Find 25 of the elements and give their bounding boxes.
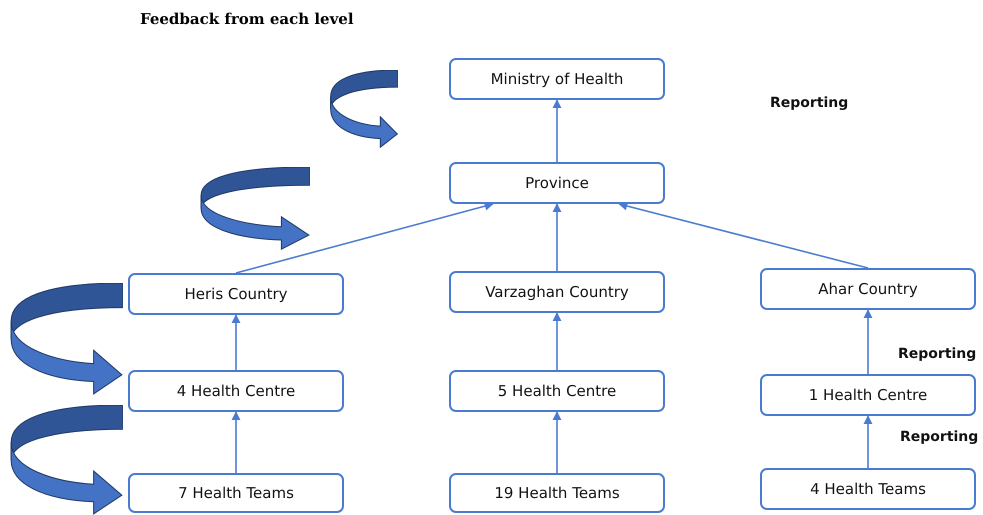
level-box: 7 Health Teams bbox=[128, 473, 344, 513]
level-box: Province bbox=[449, 162, 665, 204]
arrow bbox=[552, 411, 562, 473]
arrow bbox=[552, 99, 562, 162]
level-box: Ministry of Health bbox=[449, 58, 665, 100]
reporting-label: Reporting bbox=[898, 346, 976, 362]
arrow bbox=[552, 203, 562, 271]
arrow bbox=[618, 202, 868, 269]
level-box: 1 Health Centre bbox=[760, 374, 976, 416]
arrow bbox=[864, 415, 872, 468]
level-box: Varzaghan Country bbox=[449, 271, 665, 313]
arrow bbox=[232, 314, 240, 370]
title: Feedback from each level bbox=[140, 10, 354, 28]
level-box: 19 Health Teams bbox=[449, 473, 665, 513]
arrow bbox=[864, 309, 872, 374]
arrow bbox=[232, 411, 240, 473]
level-box: 5 Health Centre bbox=[449, 370, 665, 412]
level-box: 4 Health Teams bbox=[760, 468, 976, 510]
reporting-label: Reporting bbox=[770, 95, 848, 111]
arrow bbox=[236, 202, 494, 274]
arrow bbox=[552, 312, 562, 370]
level-box: 4 Health Centre bbox=[128, 370, 344, 412]
reporting-label: Reporting bbox=[900, 429, 978, 445]
level-box: Ahar Country bbox=[760, 268, 976, 310]
level-box: Heris Country bbox=[128, 273, 344, 315]
